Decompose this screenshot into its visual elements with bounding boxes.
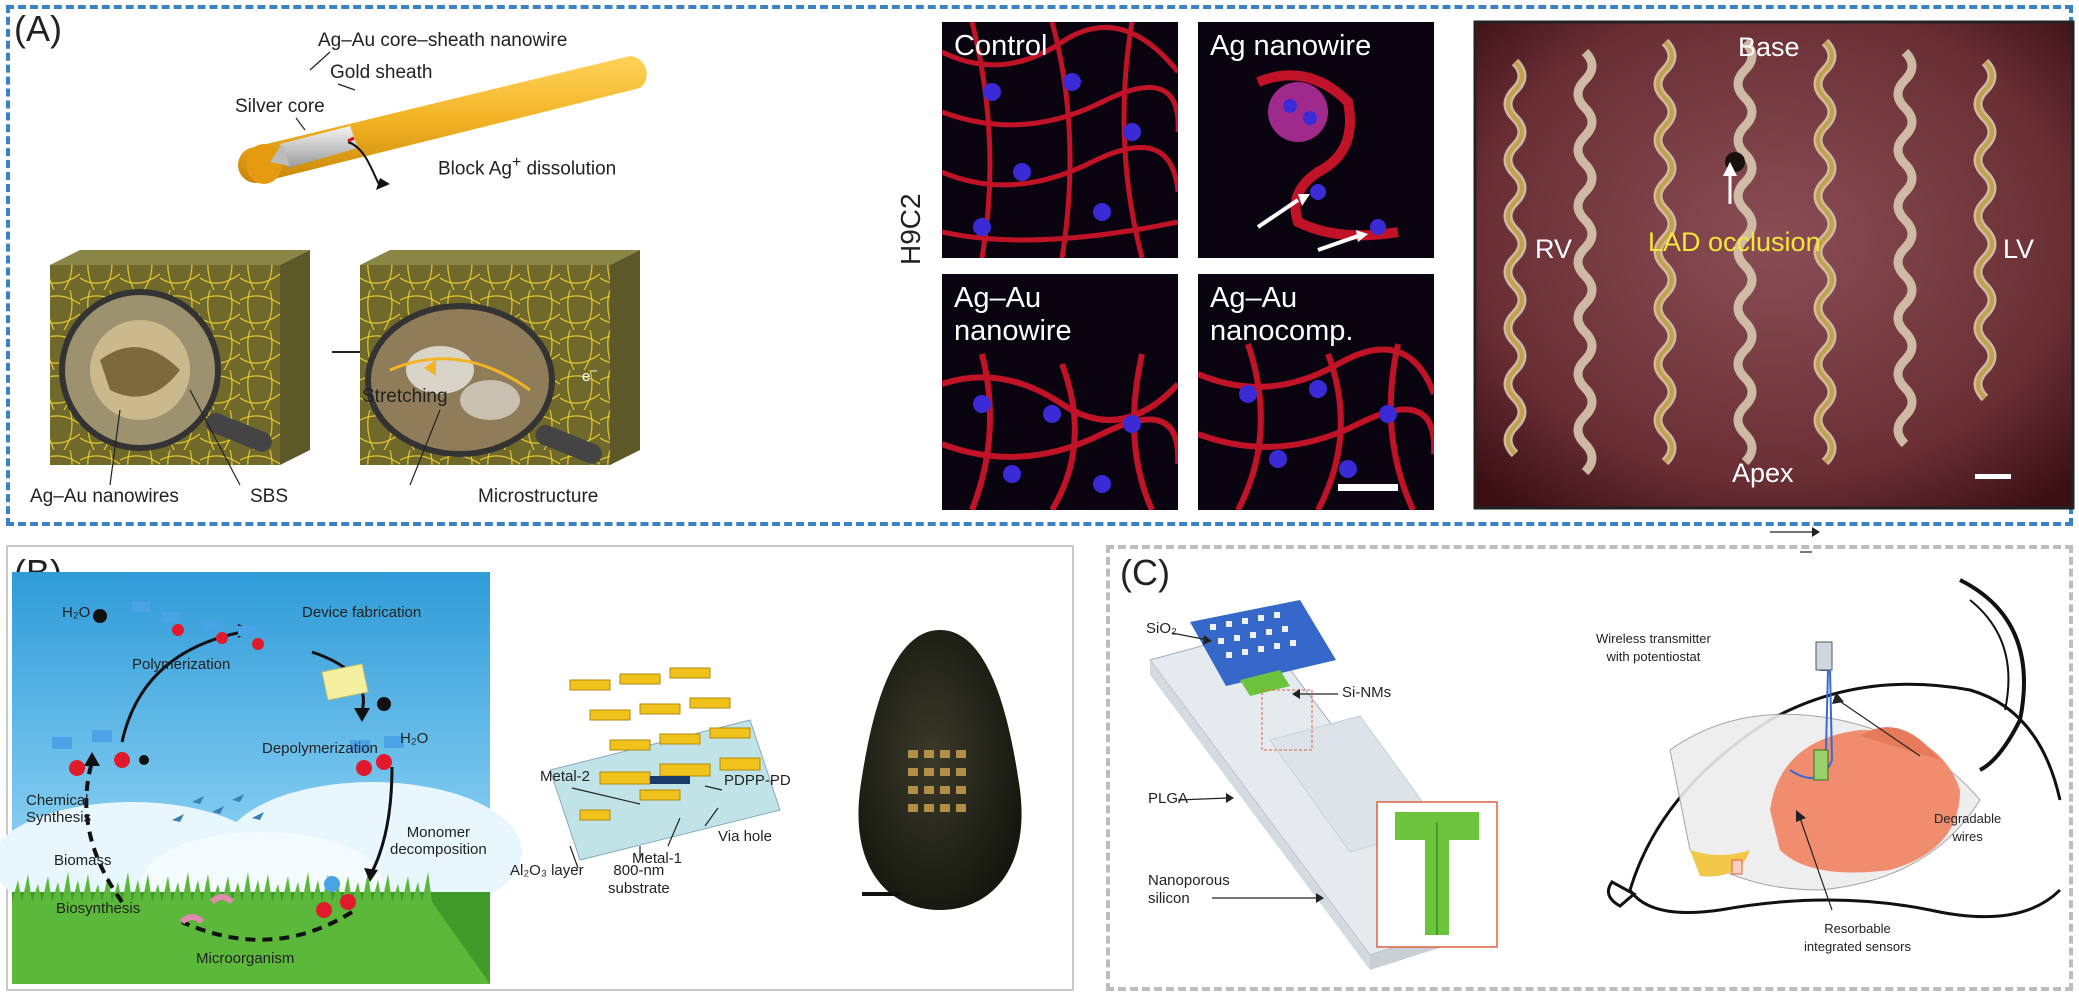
monomer-decomposition-label: Monomer decomposition bbox=[390, 824, 487, 858]
metal2-label: Metal-2 bbox=[540, 768, 591, 785]
depolymerization-label: Depolymerization bbox=[262, 740, 378, 757]
h2o-top-label: H₂O bbox=[62, 604, 91, 621]
heart-lad-occlusion-label: LAD occlusion bbox=[1648, 227, 1821, 257]
nanowire-leader-lines bbox=[295, 51, 356, 131]
substrate-label: 800-nm substrate bbox=[608, 862, 670, 897]
resorbable-sensors-label: Resorbable integrated sensors bbox=[1804, 921, 1911, 954]
heart-apex-label: Apex bbox=[1732, 458, 1794, 488]
device-leader-lines bbox=[569, 785, 723, 869]
silicon-sensor-illustration bbox=[1149, 600, 1498, 970]
electron-label: e− bbox=[582, 364, 598, 385]
sbs-label: SBS bbox=[250, 486, 289, 507]
wireless-transmitter-label: Wireless transmitter with potentiostat bbox=[1596, 631, 1711, 664]
metal1-label: Metal-1 bbox=[632, 850, 683, 867]
ag-au-nanowires-label: Ag–Au nanowires bbox=[30, 486, 179, 507]
biodegradation-cycle-illustration bbox=[0, 572, 522, 984]
si-nms-label: Si-NMs bbox=[1342, 684, 1392, 701]
silver-core-label: Silver core bbox=[235, 96, 325, 117]
biosynthesis-label: Biosynthesis bbox=[56, 900, 141, 917]
pdpp-pd-label: PDPP-PD bbox=[724, 772, 791, 789]
rat-head-illustration bbox=[1606, 527, 2062, 919]
micrograph-ag-nanowire-image bbox=[1256, 70, 1399, 252]
sio2-label: SiO₂ bbox=[1146, 620, 1177, 637]
heart-photo: Base RV LV LAD occlusion Apex bbox=[1473, 20, 2075, 510]
chemical-synthesis-label: Chemical Synthesis bbox=[26, 792, 92, 826]
heart-photo-image bbox=[1473, 20, 2075, 510]
micrograph-ag-nanowire: Ag nanowire bbox=[1198, 22, 1434, 258]
microorganism-label: Microorganism bbox=[196, 950, 295, 967]
nanowire-illustration bbox=[237, 56, 647, 190]
micrograph-control: Control bbox=[942, 22, 1178, 258]
micrograph-control-image bbox=[942, 22, 1178, 258]
micrograph-ag-nanowire-title: Ag nanowire bbox=[1210, 30, 1372, 62]
panel-a-label: (A) bbox=[14, 8, 62, 49]
microstructure-label: Microstructure bbox=[478, 486, 599, 507]
nanowire-title: Ag–Au core–sheath nanowire bbox=[318, 30, 568, 51]
plga-label: PLGA bbox=[1148, 790, 1189, 807]
micrograph-ag-au-nanocomp-image bbox=[1198, 343, 1434, 510]
gold-sheath-label: Gold sheath bbox=[330, 62, 433, 83]
h2o-right-label: H₂O bbox=[400, 730, 429, 747]
panel-c-label: (C) bbox=[1120, 552, 1170, 593]
panel-c bbox=[1106, 545, 2073, 991]
polymerization-label: Polymerization bbox=[132, 656, 231, 673]
micrograph-ag-au-nanowire-image bbox=[942, 353, 1178, 510]
nanoporous-silicon-label: Nanoporous silicon bbox=[1148, 872, 1230, 907]
panel-b bbox=[6, 545, 1074, 991]
heart-rv-label: RV bbox=[1535, 234, 1573, 264]
stretching-label: Stretching bbox=[362, 386, 448, 407]
heart-lv-label: LV bbox=[2003, 234, 2035, 264]
heart-base-label: Base bbox=[1738, 32, 1800, 62]
avocado-photo bbox=[858, 630, 1022, 910]
composite-blocks bbox=[50, 250, 640, 486]
micrograph-control-title: Control bbox=[954, 30, 1048, 62]
block-dissolution-label: Block Ag+ dissolution bbox=[438, 154, 617, 180]
degradable-wires-label: Degradable wires bbox=[1934, 811, 2002, 844]
biomass-label: Biomass bbox=[54, 852, 112, 869]
al2o3-layer-label: Al₂O₃ layer bbox=[510, 862, 584, 879]
via-hole-label: Via hole bbox=[718, 828, 772, 845]
device-fabrication-label: Device fabrication bbox=[302, 604, 422, 621]
transistor-array-illustration bbox=[549, 667, 781, 861]
